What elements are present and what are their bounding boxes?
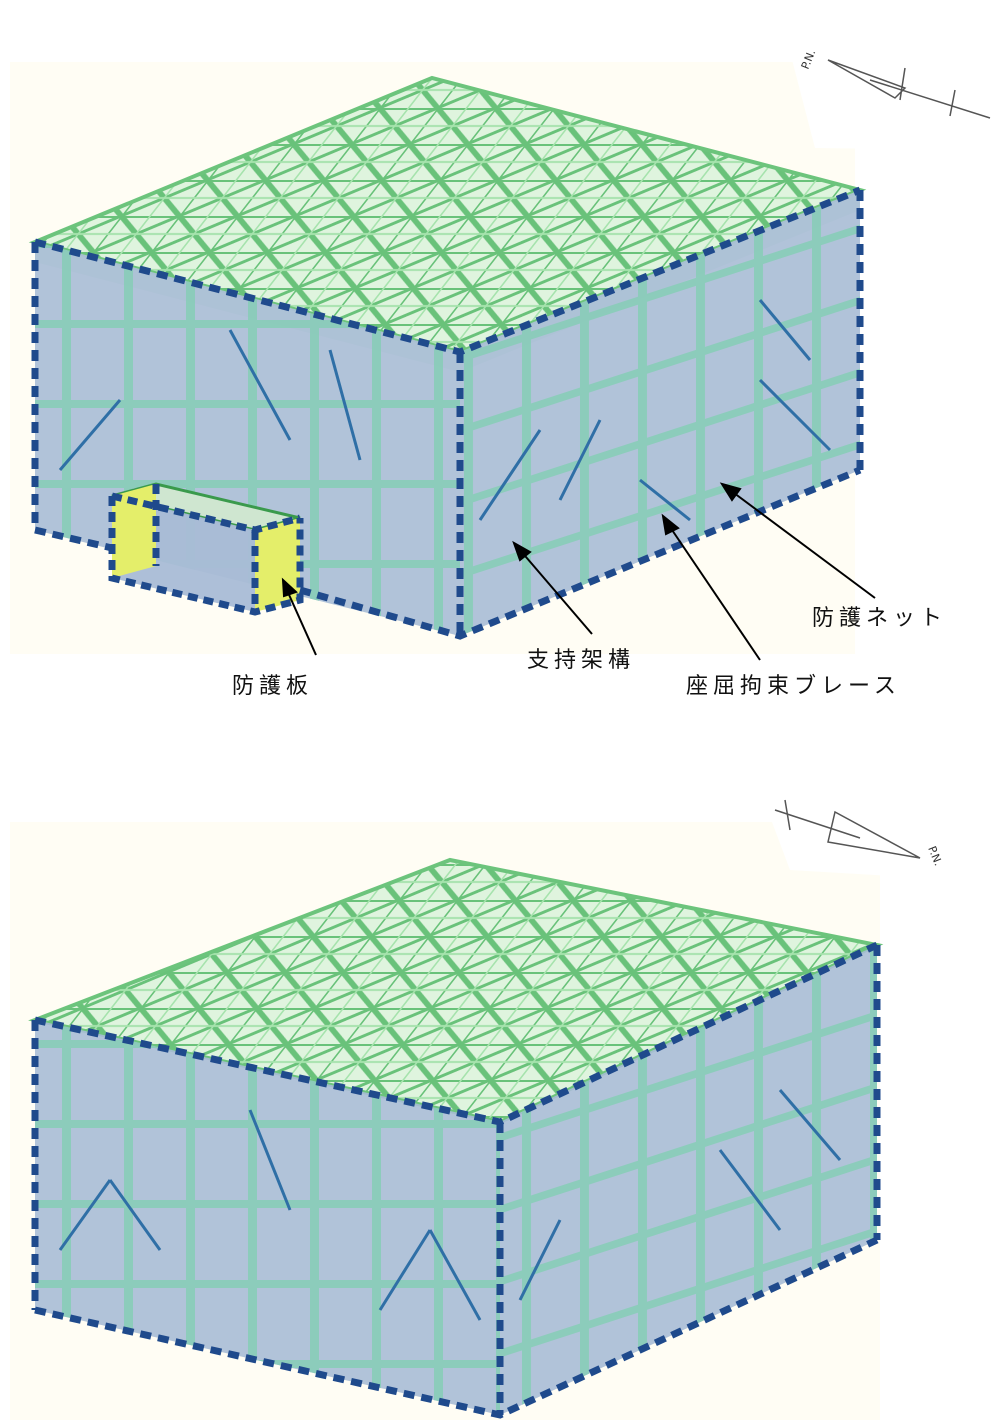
bottom-north-mark: P.N.	[760, 768, 960, 880]
bottom-figure: P.N.	[10, 768, 960, 1420]
callout-brace-label: 座屈拘束ブレース	[686, 674, 901, 699]
top-figure: P.N. 防護ネット 座屈拘束ブレース 支持架構 防護板	[10, 2, 998, 699]
protective-plate-left	[112, 484, 156, 578]
callout-frame-label: 支持架構	[527, 648, 635, 673]
callout-plate-label: 防護板	[232, 674, 313, 699]
top-net-edges	[31, 186, 864, 640]
bottom-frame-right-face	[500, 945, 877, 1415]
top-north-mark: P.N.	[790, 2, 998, 150]
callout-net-label: 防護ネット	[812, 606, 947, 631]
bottom-braces	[58, 1089, 842, 1321]
top-braces	[58, 299, 832, 522]
protective-plate-right	[255, 518, 300, 612]
bottom-net-edges	[31, 941, 881, 1419]
top-annex	[108, 482, 304, 616]
top-callout-arrows	[281, 482, 876, 661]
bottom-frame-left-face	[35, 1020, 500, 1415]
